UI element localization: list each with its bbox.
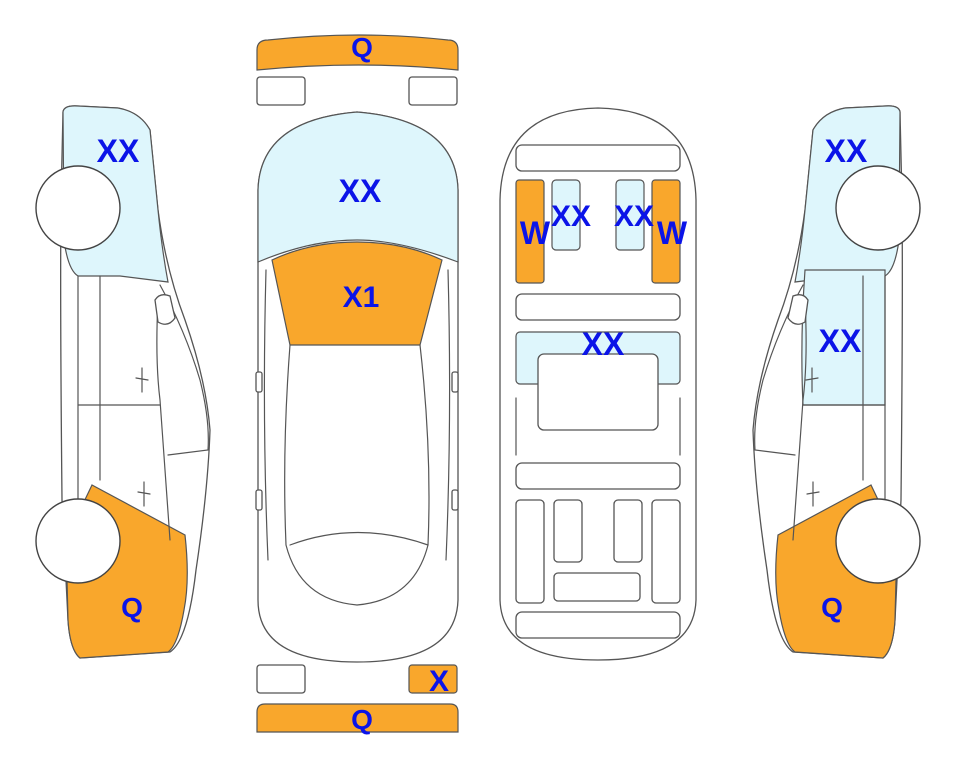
interior-rear-left-outer (515, 499, 545, 604)
left-side-upper-label: XX (97, 133, 140, 169)
interior-view: W XX XX W XX (499, 107, 697, 661)
interior-rear-left-inner (553, 499, 583, 563)
top-right-handle (451, 489, 459, 511)
top-left-mirror (255, 371, 263, 393)
top-windshield-label: XX (339, 173, 382, 209)
right-side-lower-label: Q (821, 592, 843, 623)
right-side-front-wheel (835, 165, 921, 251)
right-side-rear-handle (806, 481, 820, 507)
interior-left-seat-outer-label: W (520, 215, 551, 251)
top-front-bumper (256, 34, 459, 71)
top-front-right-light (408, 76, 458, 106)
top-hood-label: X1 (343, 281, 380, 314)
left-side-front-handle (135, 367, 149, 393)
top-rear-right-light (408, 664, 458, 694)
left-side-mirror (154, 294, 176, 325)
interior-right-seat-outer-label: W (657, 215, 688, 251)
top-left-pillar (263, 269, 269, 561)
right-side-mirror (787, 294, 809, 325)
top-rear-left-light (256, 664, 306, 694)
left-side-pillar (156, 299, 171, 541)
top-right-pillar (445, 269, 451, 561)
right-side-rear-wheel (835, 498, 921, 584)
right-side-upper-label: XX (825, 133, 868, 169)
interior-right-outer-seat (651, 179, 681, 284)
interior-right-seat-inner-label: XX (614, 200, 654, 233)
top-front-bumper-label: Q (351, 32, 373, 63)
left-side-rear-handle (137, 481, 151, 507)
interior-rear-console (553, 572, 641, 602)
top-hood (271, 241, 443, 346)
interior-rear-bar (515, 462, 681, 490)
top-roof (284, 344, 430, 606)
interior-dashboard (515, 144, 681, 172)
interior-left-outer-seat (515, 179, 545, 284)
top-view: Q XX X1 X Q (255, 32, 459, 735)
interior-right-inner-seat (615, 179, 645, 251)
interior-left-seat-inner-label: XX (551, 200, 591, 233)
interior-middle-label: XX (582, 326, 625, 362)
right-side-middle-label: XX (819, 323, 862, 359)
interior-left-inner-seat (551, 179, 581, 251)
left-side-front-wheel (35, 165, 121, 251)
top-front-left-light (256, 76, 306, 106)
top-rear-right-light-label: X (429, 665, 449, 698)
right-side-view: XX XX Q (752, 105, 921, 659)
interior-front-bar (515, 293, 681, 321)
top-right-mirror (451, 371, 459, 393)
interior-rear-right-outer (651, 499, 681, 604)
left-side-rear-wheel (35, 498, 121, 584)
left-side-lower-label: Q (121, 592, 143, 623)
interior-rear-right-inner (613, 499, 643, 563)
top-rear-bumper-label: Q (351, 704, 373, 735)
top-rear-bumper (256, 703, 459, 733)
interior-trunk-bar (515, 611, 681, 639)
top-rear-window (289, 531, 429, 546)
right-side-pillar (792, 299, 807, 541)
right-side-front-handle (805, 367, 819, 393)
interior-console (537, 353, 659, 431)
top-windshield (257, 111, 459, 263)
interior-side-rails (515, 397, 681, 456)
top-left-handle (255, 489, 263, 511)
left-side-view: XX Q (35, 105, 211, 659)
